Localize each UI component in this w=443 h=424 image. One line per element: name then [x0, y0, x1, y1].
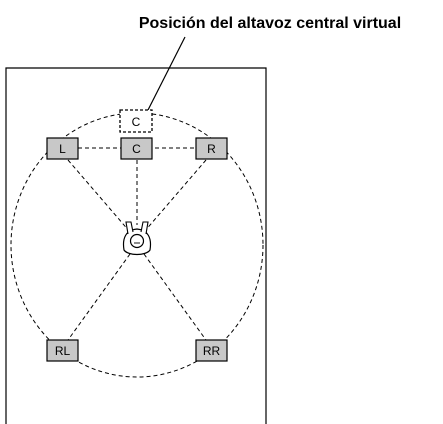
virtual-center-speaker: C: [119, 109, 153, 133]
center-speaker: C: [120, 137, 153, 160]
listener-to-right-line: [143, 159, 207, 233]
caption-leader-line: [147, 36, 186, 111]
listener-to-rear-left-line: [67, 253, 131, 341]
rear-left-speaker: RL: [46, 339, 79, 362]
front-left-speaker: L: [46, 137, 79, 160]
listener-to-left-line: [67, 159, 131, 233]
front-left-label: L: [59, 142, 66, 156]
listener-person-icon: [122, 221, 152, 256]
rear-right-speaker: RR: [195, 339, 228, 362]
rear-left-label: RL: [55, 344, 71, 358]
rear-right-label: RR: [203, 344, 221, 358]
front-right-label: R: [207, 142, 216, 156]
front-right-speaker: R: [195, 137, 228, 160]
center-label: C: [132, 142, 141, 156]
room-outline: [5, 67, 267, 424]
virtual-center-caption: Posición del altavoz central virtual: [139, 15, 401, 32]
virtual-center-label: C: [132, 115, 141, 129]
listener-to-rear-right-line: [143, 253, 207, 341]
speaker-circle: [10, 112, 264, 378]
